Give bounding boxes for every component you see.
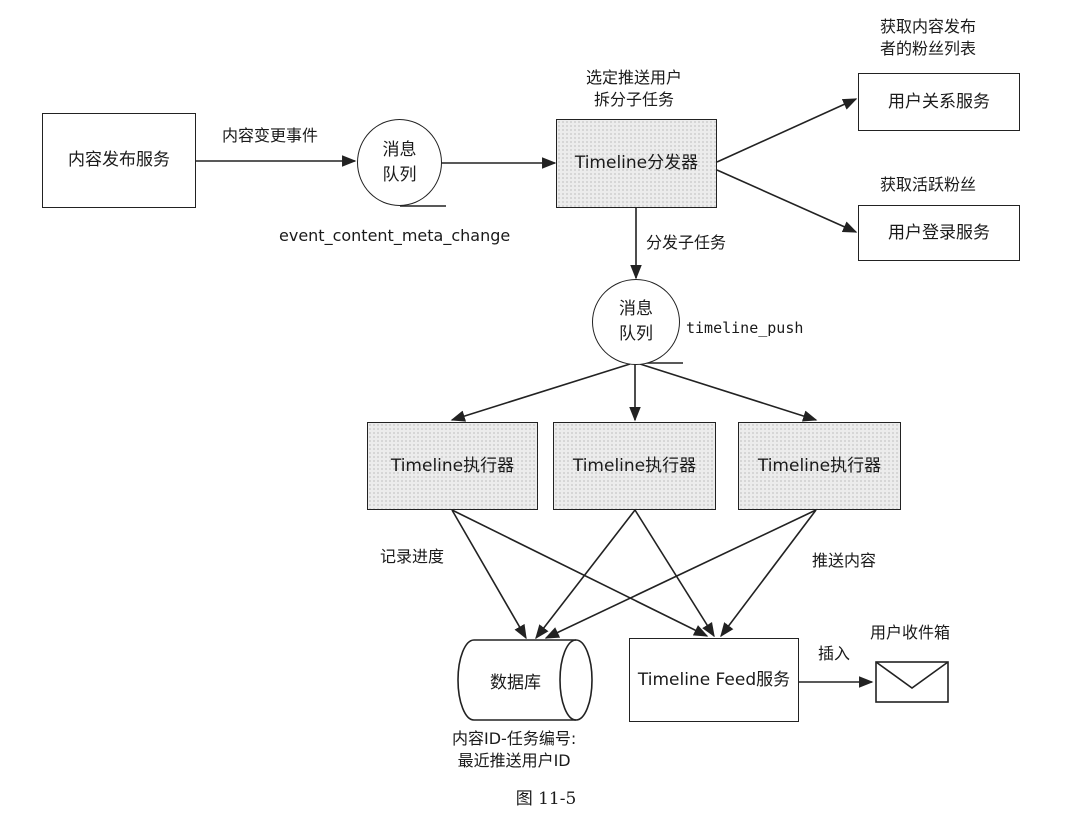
edge-executor-2-to-feed (634, 509, 715, 638)
edge-executor-1-to-db (451, 509, 527, 640)
record-progress-label: 记录进度 (380, 547, 445, 566)
dispatch-subtask-label: 分发子任务 (646, 233, 727, 252)
edge-executor-2-to-db (535, 509, 636, 640)
get-fans-label: 获取内容发布 者的粉丝列表 (880, 16, 976, 61)
edge-executor-3-to-db (544, 509, 817, 639)
user-inbox-label: 用户收件箱 (870, 623, 951, 642)
get-fans-line2: 者的粉丝列表 (880, 39, 977, 59)
user-login-service: 用户登录服务 (858, 205, 1020, 261)
content-change-event-label: 内容变更事件 (222, 126, 319, 145)
timeline-executor-2: Timeline执行器 (553, 422, 716, 510)
timeline-executor-3-label: Timeline执行器 (757, 455, 882, 476)
timeline-executor-3: Timeline执行器 (738, 422, 901, 510)
select-users-line2: 拆分子任务 (594, 90, 675, 110)
push-content-label: 推送内容 (812, 551, 877, 570)
message-queue-1-line2: 队列 (382, 164, 417, 185)
content-publish-service-label: 内容发布服务 (68, 150, 170, 171)
message-queue-1-line1: 消息 (382, 139, 417, 160)
event-topic-label: event_content_meta_change (279, 226, 511, 245)
edge-dispatcher-to-login (716, 169, 858, 233)
db-note-line1: 内容ID-任务编号: (452, 729, 577, 748)
figure-caption: 图 11-5 (515, 789, 577, 809)
push-topic-label: timeline_push (686, 319, 804, 337)
timeline-feed-service: Timeline Feed服务 (629, 638, 799, 722)
message-queue-2: 消息 队列 (592, 279, 680, 365)
select-users-label: 选定推送用户 拆分子任务 (586, 67, 682, 112)
content-publish-service: 内容发布服务 (42, 113, 196, 208)
message-queue-2-line1: 消息 (619, 299, 653, 320)
message-queue-1: 消息 队列 (357, 119, 442, 206)
timeline-dispatcher: Timeline分发器 (556, 119, 717, 208)
user-relation-service: 用户关系服务 (858, 73, 1020, 131)
db-note-label: 内容ID-任务编号: 最近推送用户ID (452, 728, 576, 773)
timeline-dispatcher-label: Timeline分发器 (574, 153, 699, 174)
edge-executor-3-to-feed (720, 509, 817, 638)
db-note-line2: 最近推送用户ID (457, 751, 571, 771)
edge-queue2-to-executor-1 (450, 363, 631, 422)
edge-queue2-to-executor-3 (639, 363, 818, 422)
timeline-executor-2-label: Timeline执行器 (572, 455, 697, 476)
get-fans-line1: 获取内容发布 (880, 17, 977, 36)
timeline-feed-service-label: Timeline Feed服务 (637, 669, 791, 690)
user-login-service-label: 用户登录服务 (888, 222, 990, 243)
insert-label: 插入 (818, 644, 851, 663)
envelope-icon (875, 661, 949, 703)
user-relation-service-label: 用户关系服务 (888, 91, 990, 112)
select-users-line1: 选定推送用户 (586, 68, 683, 87)
timeline-executor-1-label: Timeline执行器 (390, 455, 515, 476)
timeline-executor-1: Timeline执行器 (367, 422, 538, 510)
database-label: 数据库 (490, 673, 541, 693)
edge-executor-1-to-feed (451, 509, 709, 637)
message-queue-2-line2: 队列 (619, 324, 653, 344)
get-active-fans-label: 获取活跃粉丝 (880, 175, 977, 194)
edge-dispatcher-to-relation (716, 98, 858, 163)
